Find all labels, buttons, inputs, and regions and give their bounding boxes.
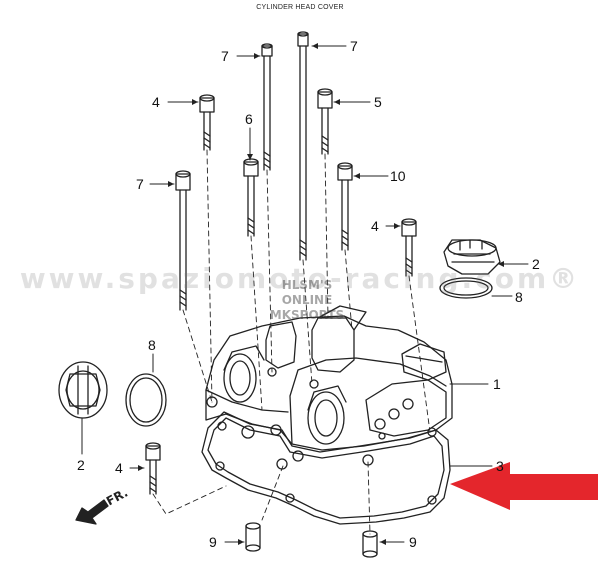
callout-2a: 2: [532, 256, 540, 272]
callout-3: 3: [496, 458, 504, 474]
callout-9a: 9: [209, 534, 217, 550]
callout-5: 5: [374, 94, 382, 110]
dowel-pin-left: [245, 522, 261, 552]
callout-7c: 7: [136, 176, 144, 192]
oil-filler-cap-left: [58, 361, 108, 419]
callout-9b: 9: [409, 534, 417, 550]
stamp-text: HLSM'S ONLINE MKSPORTS: [262, 278, 352, 323]
callout-4a: 4: [152, 94, 160, 110]
stamp-line-3: MKSPORTS: [269, 308, 345, 322]
cylinder-head-cover: [205, 305, 453, 470]
diagram-title: CYLINDER HEAD COVER: [256, 4, 344, 11]
callout-1: 1: [493, 376, 501, 392]
callout-8a: 8: [515, 289, 523, 305]
oil-filler-cap-right: [443, 239, 501, 275]
callout-4c: 4: [115, 460, 123, 476]
bolt-7-top-left: [261, 43, 273, 171]
callout-6: 6: [245, 111, 253, 127]
red-highlight-arrow: [450, 462, 598, 510]
dowel-pin-right: [362, 530, 378, 558]
bolt-10: [337, 162, 353, 251]
bolt-4-right: [401, 218, 417, 277]
bolt-6: [243, 158, 259, 237]
bolt-4-top: [199, 94, 215, 151]
callout-2b: 2: [77, 457, 85, 473]
callout-8b: 8: [148, 337, 156, 353]
watermark-text: www.spaziomoto-racing.com®: [19, 262, 581, 295]
o-ring-left: [125, 373, 167, 427]
callout-7a: 7: [221, 48, 229, 64]
bolt-7-top-right: [297, 31, 309, 261]
callout-4b: 4: [371, 218, 379, 234]
leader-arrowheads: [138, 43, 504, 545]
assembly-lines: [152, 149, 431, 535]
bolt-4-bottom: [145, 442, 161, 495]
bolt-7-left: [175, 170, 191, 311]
bolt-5: [317, 88, 333, 155]
stamp-line-1: HLSM'S: [281, 278, 333, 292]
callout-10: 10: [390, 168, 406, 184]
o-ring-right: [439, 277, 493, 299]
stamp-line-2: ONLINE: [281, 293, 333, 307]
gasket: [201, 411, 451, 525]
front-direction-arrow: [75, 499, 109, 525]
callout-7b: 7: [350, 38, 358, 54]
